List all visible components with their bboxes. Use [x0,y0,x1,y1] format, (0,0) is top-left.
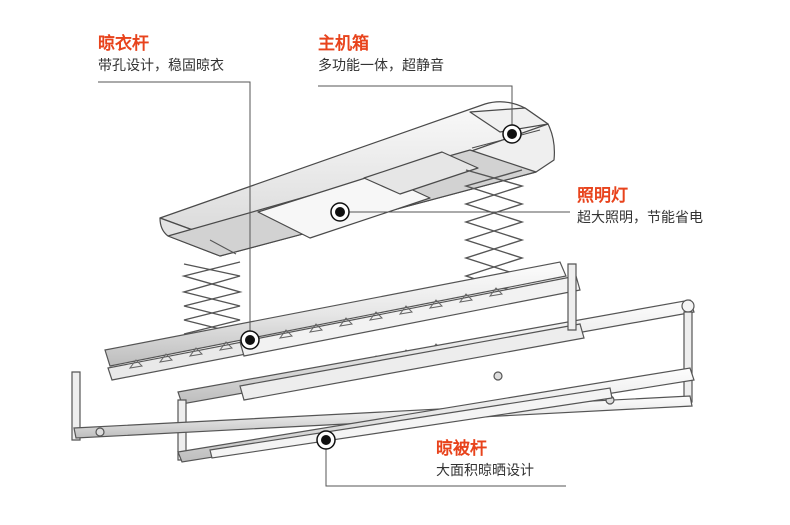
callout-main-box: 主机箱 多功能一体，超静音 [318,34,444,74]
callout-lines [98,81,570,487]
frame-top-bar [104,261,581,381]
callout-light-title: 照明灯 [577,186,628,206]
callout-quilt-rod-desc: 大面积晾晒设计 [436,463,534,479]
callout-hanger-rod: 晾衣杆 带孔设计，稳固晾衣 [98,34,224,74]
scissor-arm-left [181,239,243,335]
callout-hanger-rod-title: 晾衣杆 [98,34,149,54]
callout-main-box-desc: 多功能一体，超静音 [318,58,444,74]
callout-light-desc: 超大照明，节能省电 [577,210,703,226]
callout-quilt-rod-title: 晾被杆 [436,439,487,459]
marker-main-box [502,124,522,144]
quilt-rod [177,367,695,463]
callout-hanger-rod-desc: 带孔设计，稳固晾衣 [98,58,224,74]
main-box [159,101,555,257]
frame-middle [177,299,695,405]
callout-quilt-rod: 晾被杆 大面积晾晒设计 [436,439,534,479]
callout-light: 照明灯 超大照明，节能省电 [577,186,703,226]
marker-hanger-rod [240,330,260,350]
marker-quilt-rod [316,430,336,450]
marker-light [330,202,350,222]
callout-main-box-title: 主机箱 [318,34,369,54]
